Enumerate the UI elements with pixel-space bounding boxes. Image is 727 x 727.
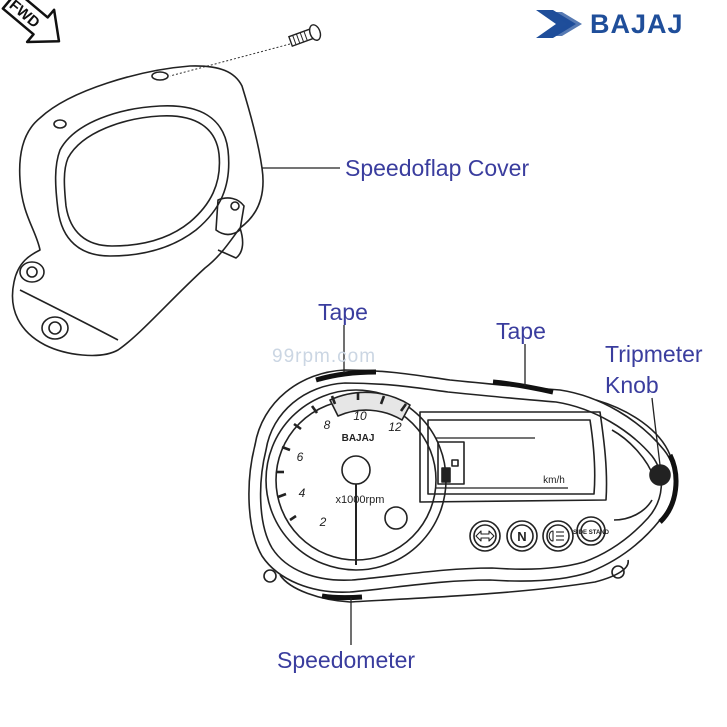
callout-tape-left: Tape xyxy=(318,299,368,325)
bajaj-logo-icon xyxy=(536,10,582,38)
callout-tripmeter-line2: Knob xyxy=(605,372,659,398)
tape-left xyxy=(315,369,377,383)
watermark: 99rpm.com xyxy=(272,346,377,367)
tick-label-12: 12 xyxy=(388,420,402,434)
gauge-labels: 2 4 6 8 10 12 BAJAJ x1000rpm km/h N SIDE… xyxy=(297,409,610,544)
tape-speedometer xyxy=(321,593,363,601)
tick-label-8: 8 xyxy=(324,418,331,432)
tick-label-6: 6 xyxy=(297,450,304,464)
callout-speedometer: Speedometer xyxy=(277,647,416,673)
fwd-arrow-icon: FWD xyxy=(1,0,61,44)
neutral-indicator-label: N xyxy=(517,529,526,544)
speed-unit-label: km/h xyxy=(543,475,565,486)
tape-right xyxy=(492,379,554,395)
tick-label-4: 4 xyxy=(299,486,306,500)
screw-leader-line xyxy=(169,43,291,77)
rpm-unit-label: x1000rpm xyxy=(336,494,385,506)
instrument-cluster xyxy=(248,369,676,603)
gauge-brand-label: BAJAJ xyxy=(342,433,375,444)
speedoflap-cover xyxy=(11,65,264,357)
screw-icon xyxy=(287,24,322,48)
side-stand-indicator-label: SIDE STAND xyxy=(573,530,610,536)
callout-speedoflap-cover: Speedoflap Cover xyxy=(345,155,530,181)
brand-name: BAJAJ xyxy=(590,9,684,39)
callout-tape-right: Tape xyxy=(496,318,546,344)
tripmeter-leader xyxy=(651,397,661,466)
tape-tripmeter xyxy=(658,453,679,524)
callout-tripmeter-line1: Tripmeter xyxy=(605,341,703,367)
tick-label-2: 2 xyxy=(319,515,327,529)
tick-label-10: 10 xyxy=(353,409,367,423)
